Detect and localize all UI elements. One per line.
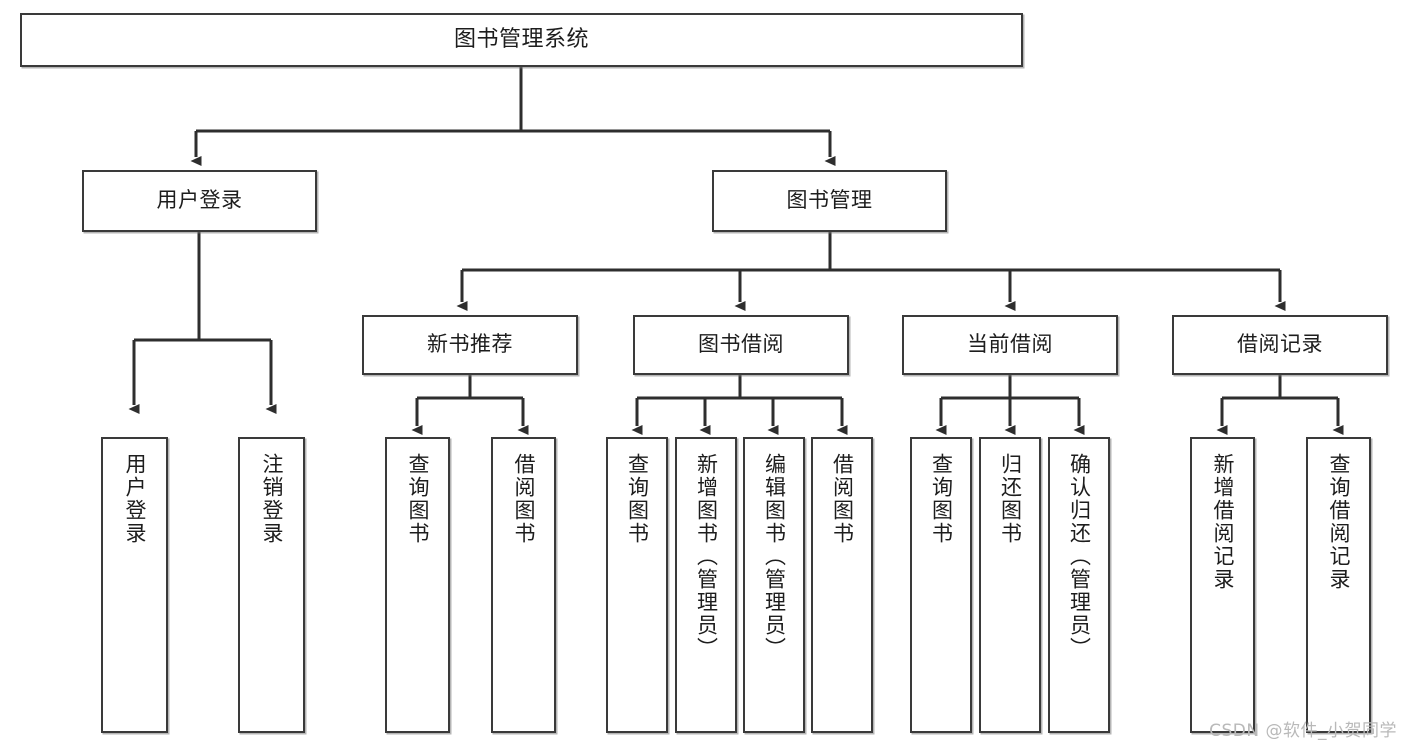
node-leaf-query-book-1-label: 查询图书 [406,453,430,545]
node-current-borrow-label: 当前借阅 [967,332,1053,357]
node-user-login[interactable]: 用户登录 [82,170,317,232]
csdn-watermark: CSDN @软件_小贺同学 [1209,721,1397,741]
node-current-borrow[interactable]: 当前借阅 [902,315,1118,375]
node-leaf-query-book-2-label: 查询图书 [625,453,650,545]
node-borrow-record-label: 借阅记录 [1237,332,1323,357]
node-leaf-user-logout-label: 注销登录 [260,453,284,545]
node-leaf-query-book-3[interactable]: 查询图书 [910,437,972,733]
node-leaf-query-book-1[interactable]: 查询图书 [385,437,450,733]
node-leaf-borrow-book-2-label: 借阅图书 [830,453,855,545]
node-leaf-borrow-book-1-label: 借阅图书 [512,453,536,545]
node-leaf-add-book[interactable]: 新增图书（管理员） [675,437,737,733]
node-book-borrow[interactable]: 图书借阅 [633,315,849,375]
node-leaf-confirm-return-label: 确认归还（管理员） [1067,453,1092,660]
node-leaf-user-logout[interactable]: 注销登录 [238,437,305,733]
node-user-login-label: 用户登录 [156,188,243,213]
node-leaf-borrow-book-2[interactable]: 借阅图书 [811,437,873,733]
node-leaf-add-record[interactable]: 新增借阅记录 [1190,437,1255,733]
node-leaf-query-record-label: 查询借阅记录 [1327,453,1351,591]
node-borrow-record[interactable]: 借阅记录 [1172,315,1388,375]
node-leaf-confirm-return[interactable]: 确认归还（管理员） [1048,437,1110,733]
node-leaf-edit-book-label: 编辑图书（管理员） [762,453,787,660]
node-leaf-user-login-label: 用户登录 [123,453,147,545]
node-leaf-return-book-label: 归还图书 [998,453,1023,545]
node-leaf-add-record-label: 新增借阅记录 [1211,453,1235,591]
node-book-manage[interactable]: 图书管理 [712,170,947,232]
node-leaf-query-record[interactable]: 查询借阅记录 [1306,437,1371,733]
node-root[interactable]: 图书管理系统 [20,13,1023,67]
node-root-label: 图书管理系统 [453,26,589,52]
node-book-borrow-label: 图书借阅 [698,332,784,357]
node-leaf-add-book-label: 新增图书（管理员） [694,453,719,660]
node-leaf-edit-book[interactable]: 编辑图书（管理员） [743,437,805,733]
node-leaf-user-login[interactable]: 用户登录 [101,437,168,733]
node-leaf-query-book-3-label: 查询图书 [929,453,954,545]
node-leaf-return-book[interactable]: 归还图书 [979,437,1041,733]
node-new-book-recommend[interactable]: 新书推荐 [362,315,578,375]
node-leaf-borrow-book-1[interactable]: 借阅图书 [491,437,556,733]
node-book-manage-label: 图书管理 [786,188,873,213]
node-leaf-query-book-2[interactable]: 查询图书 [606,437,668,733]
node-new-book-recommend-label: 新书推荐 [427,332,513,357]
